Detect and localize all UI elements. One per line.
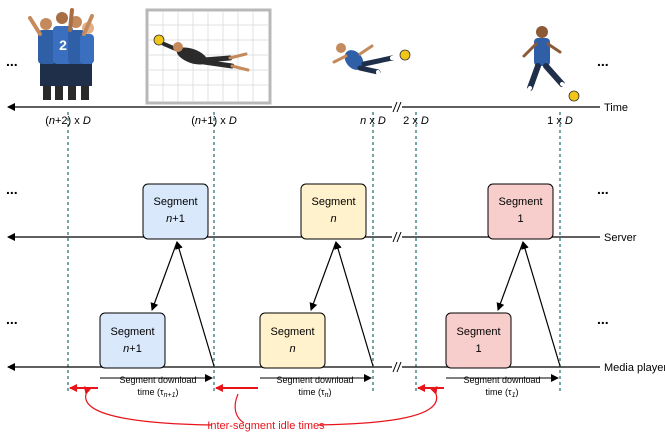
download-label-line2: time (τn+1) (138, 387, 179, 399)
ellipsis-right-server: ... (597, 181, 609, 197)
goalkeeper-diving-icon (145, 8, 272, 105)
player-segment-1: Segment 1 (445, 312, 512, 369)
svg-text:2: 2 (59, 37, 67, 53)
player-running-icon (520, 26, 580, 102)
download-label-line1: Segment download (276, 375, 353, 385)
server-axis-label: Server (604, 232, 637, 244)
ellipsis-left-player: ... (6, 311, 18, 327)
server-segment-1: Segment 1 (487, 183, 554, 240)
idle-callout-middle (234, 393, 245, 424)
player-segment-n: Segment n (259, 312, 326, 369)
segment-index: n+1 (166, 213, 185, 225)
time-axis: Time (7, 100, 628, 114)
delivery-arrow-n-plus-1 (150, 241, 178, 311)
time-tick-labels: (n+2) x D (n+1) x D n x D 2 x D 1 x D (45, 115, 573, 127)
time-axis-label: Time (604, 102, 628, 114)
ellipsis-left-server: ... (6, 181, 18, 197)
download-label-line2: time (τ1) (486, 387, 519, 399)
segment-index: n+1 (123, 343, 142, 355)
ellipsis-left-time: ... (6, 53, 18, 69)
idle-callout-right (317, 386, 438, 426)
download-time-labels: Segment download time (τn+1) Segment dow… (119, 375, 540, 399)
celebrating-players-icon: 2 (28, 8, 94, 100)
ellipsis-right-player: ... (597, 311, 609, 327)
download-label-line2: time (τn) (299, 387, 332, 399)
download-label-line1: Segment download (119, 375, 196, 385)
request-arrow-1 (521, 241, 561, 367)
player-segment-n-plus-1: Segment n+1 (99, 312, 166, 369)
segment-index: n (289, 343, 295, 355)
ellipsis-right-time: ... (597, 53, 609, 69)
request-response-arrows (150, 241, 561, 367)
segment-title: Segment (456, 326, 500, 338)
segment-title: Segment (498, 196, 542, 208)
time-markers (67, 112, 561, 392)
segment-index: 1 (475, 343, 481, 355)
segment-title: Segment (311, 196, 355, 208)
request-arrow-n (334, 241, 374, 367)
player-kicking-icon (332, 43, 411, 90)
player-axis-label: Media player (604, 362, 665, 374)
idle-time-callouts (83, 386, 438, 426)
request-arrow-n-plus-1 (175, 241, 215, 367)
delivery-arrow-1 (496, 241, 524, 311)
segment-index: n (330, 213, 336, 225)
segment-index: 1 (517, 213, 523, 225)
time-tick-label: n x D (360, 115, 386, 127)
segment-title: Segment (110, 326, 154, 338)
time-tick-label: (n+2) x D (45, 115, 91, 127)
ellipsis-markers: ... ... ... ... ... ... (6, 53, 609, 327)
time-tick-label: (n+1) x D (191, 115, 237, 127)
idle-callout-left (83, 386, 213, 426)
idle-times-label: Inter-segment idle times (207, 420, 325, 432)
download-label-line1: Segment download (463, 375, 540, 385)
time-tick-label: 2 x D (403, 115, 429, 127)
segment-title: Segment (153, 196, 197, 208)
server-segment-n-plus-1: Segment n+1 (142, 183, 209, 240)
time-tick-label: 1 x D (547, 115, 573, 127)
server-segment-n: Segment n (300, 183, 367, 240)
delivery-arrow-n (309, 241, 337, 311)
segment-title: Segment (270, 326, 314, 338)
